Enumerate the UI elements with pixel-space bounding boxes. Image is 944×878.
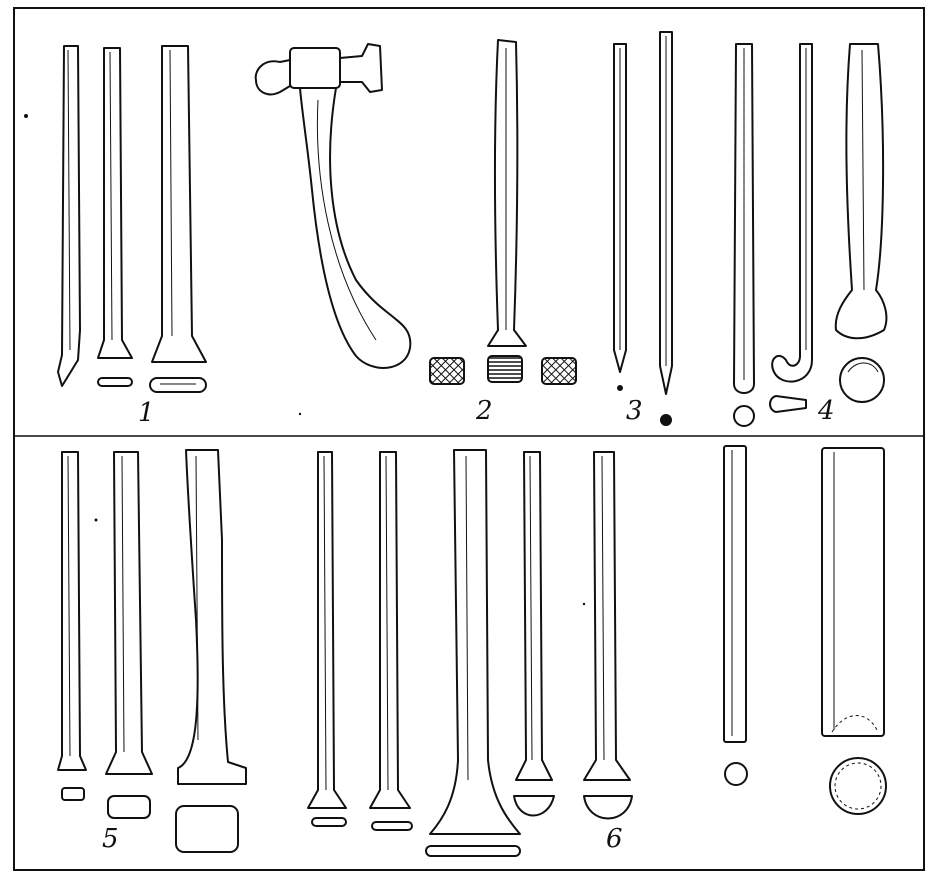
flat-punch-medium [105,451,153,775]
embossing-punch-b [369,451,411,809]
hammer-ball-face [254,59,291,96]
figure-label-3: 3 [626,396,643,426]
group-5-flat-punches [57,449,247,853]
group-bars [723,445,887,815]
round-bar-thin [723,445,747,743]
texture-sample-cross [429,357,465,385]
group-1-chasing-tools [57,45,207,393]
planishing-stake [834,43,888,340]
doming-punch-large [583,451,631,781]
doming-punch-small [515,451,553,781]
group-4-doming-tools [733,43,888,427]
planishing-punch-wide [429,449,521,835]
hammer-head [289,47,341,89]
hammer-handle [299,87,412,369]
group-6-embossing-punches [307,449,633,857]
embossing-punch-a [307,451,347,809]
plate-frame [13,7,925,871]
round-bar-thick [821,447,885,737]
figure-label-4: 4 [818,396,835,426]
chasing-tool-1c [151,45,207,363]
flat-punch-large [177,449,247,785]
matting-punch [487,39,527,347]
print-specks [24,114,586,606]
figure-label-2: 2 [476,396,493,426]
figure-label-1: 1 [138,398,155,428]
figure-label-6: 6 [606,824,623,854]
chasing-tool-1b [97,47,133,359]
texture-sample-dots [541,357,577,385]
figure-label-5: 5 [102,824,119,854]
hook-tool [771,43,813,383]
flat-punch-small [57,451,87,771]
rivet-set-sample [769,395,807,413]
group-2-matting-punch [429,39,577,385]
group-3-tracers [613,31,673,426]
texture-sample-lines [487,355,523,383]
hammer-flat-face [339,43,383,93]
chasing-hammer [254,43,412,369]
